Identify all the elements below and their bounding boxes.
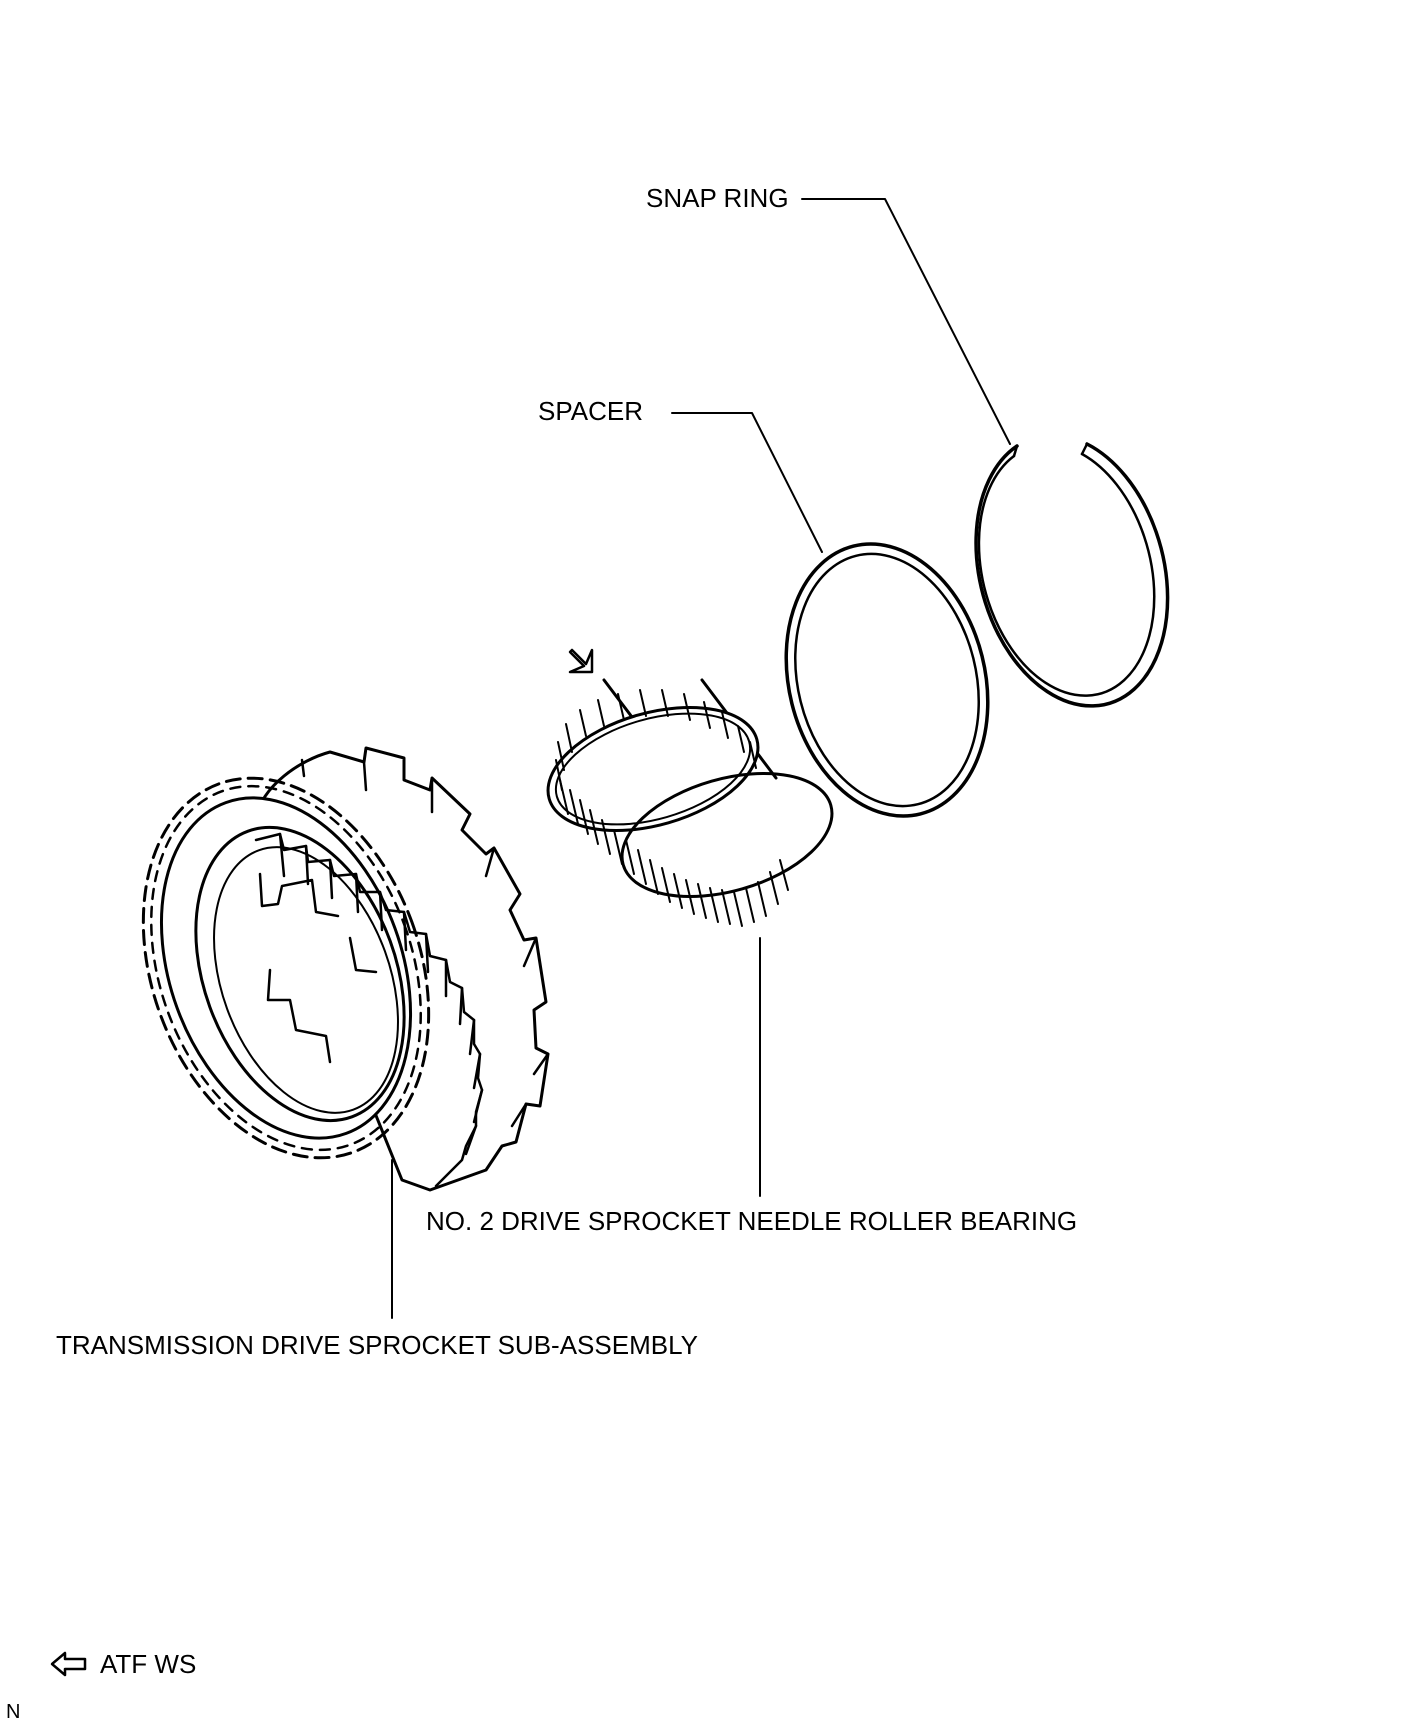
sprocket-label: TRANSMISSION DRIVE SPROCKET SUB-ASSEMBLY xyxy=(56,1330,698,1360)
corner-code: N xyxy=(6,1701,21,1723)
spacer-ring xyxy=(784,542,990,818)
snap-ring xyxy=(974,442,1170,708)
hollow-arrow-left-icon xyxy=(50,1651,87,1677)
atf-application-arrow xyxy=(568,648,594,674)
leader-snap-ring xyxy=(801,198,1011,445)
bearing-label: NO. 2 DRIVE SPROCKET NEEDLE ROLLER BEARI… xyxy=(426,1206,1078,1236)
leader-spacer xyxy=(671,412,823,553)
drive-sprocket xyxy=(141,746,550,1192)
legend-text: ATF WS xyxy=(100,1649,197,1679)
spacer-label: SPACER xyxy=(538,396,643,426)
snap-ring-label: SNAP RING xyxy=(646,183,789,213)
needle-roller-bearing xyxy=(546,610,834,927)
leader-lines xyxy=(391,198,1011,1319)
